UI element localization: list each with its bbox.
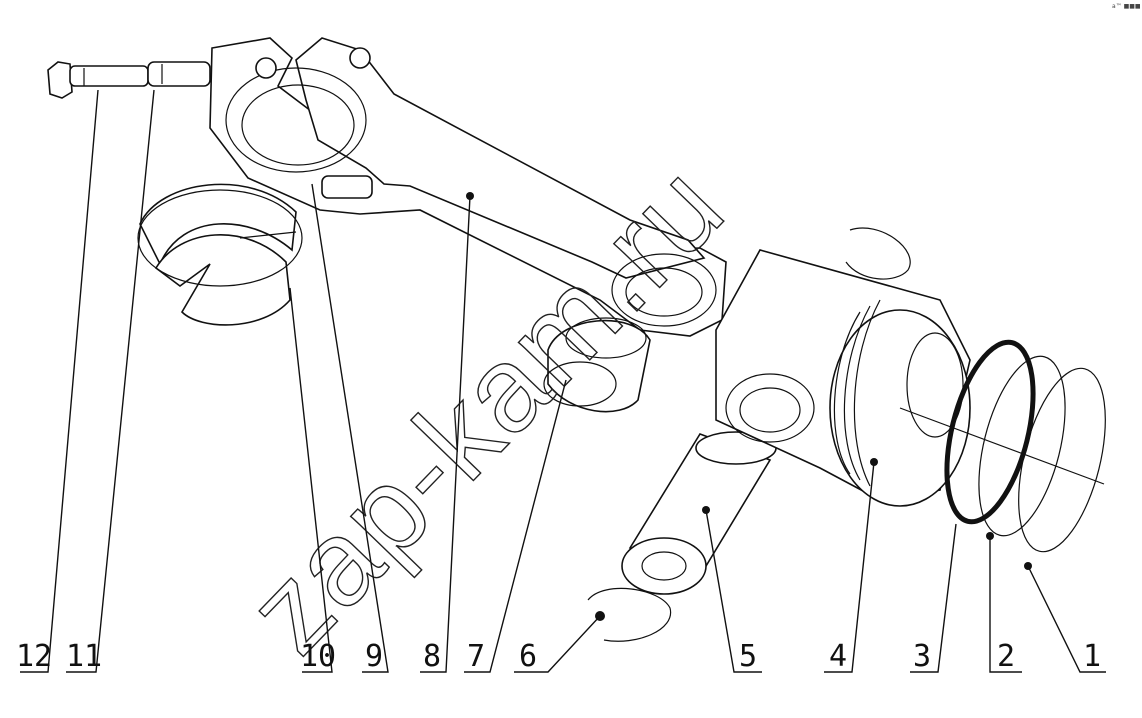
leader-dot-2 <box>986 532 994 540</box>
leader-dot-4 <box>870 458 878 466</box>
callout-label: 4 <box>829 639 847 674</box>
leader-7 <box>464 379 567 673</box>
callout-label: 11 <box>66 639 102 674</box>
callout-label: 2 <box>997 639 1015 674</box>
leader-5 <box>705 509 762 673</box>
small-end-bushing <box>543 317 651 413</box>
leader-6 <box>514 615 601 673</box>
leader-dot-5 <box>702 506 710 514</box>
callout-label: 7 <box>467 639 485 674</box>
leader-dot-1 <box>1024 562 1032 570</box>
piston <box>715 249 971 507</box>
piston-ring-1 <box>1018 367 1106 553</box>
callout-labels: 1 2 3 4 5 6 7 8 9 10 11 12 <box>16 639 1101 674</box>
leader-2 <box>989 536 1022 673</box>
piston-ring-2 <box>978 355 1066 537</box>
piston-pin <box>621 431 777 595</box>
callout-label: 12 <box>16 639 52 674</box>
callout-label: 9 <box>365 639 383 674</box>
nut <box>147 61 211 87</box>
leader-dot-8 <box>466 192 474 200</box>
bearing-shells <box>137 183 303 326</box>
leader-8 <box>420 195 471 673</box>
callout-label: 5 <box>739 639 757 674</box>
leader-3 <box>910 523 957 673</box>
leader-1 <box>1027 565 1106 673</box>
leader-10 <box>289 287 333 673</box>
callout-label: 6 <box>519 639 537 674</box>
callout-label: 8 <box>423 639 441 674</box>
leader-11 <box>66 89 155 673</box>
leader-lines <box>20 89 1106 673</box>
circlip <box>587 227 911 642</box>
piston-ring-3 <box>944 339 1036 525</box>
leader-12 <box>20 89 99 673</box>
corner-mark: a™ ■■■ <box>1112 3 1141 10</box>
axis-line <box>899 407 1105 485</box>
bolt <box>47 61 149 99</box>
leader-dot-6 <box>595 611 605 621</box>
leader-4 <box>824 461 875 673</box>
leader-9 <box>311 183 389 673</box>
callout-label: 3 <box>913 639 931 674</box>
callout-label: 1 <box>1083 639 1101 674</box>
callout-label: 10 <box>300 639 336 674</box>
connecting-rod <box>209 37 727 337</box>
